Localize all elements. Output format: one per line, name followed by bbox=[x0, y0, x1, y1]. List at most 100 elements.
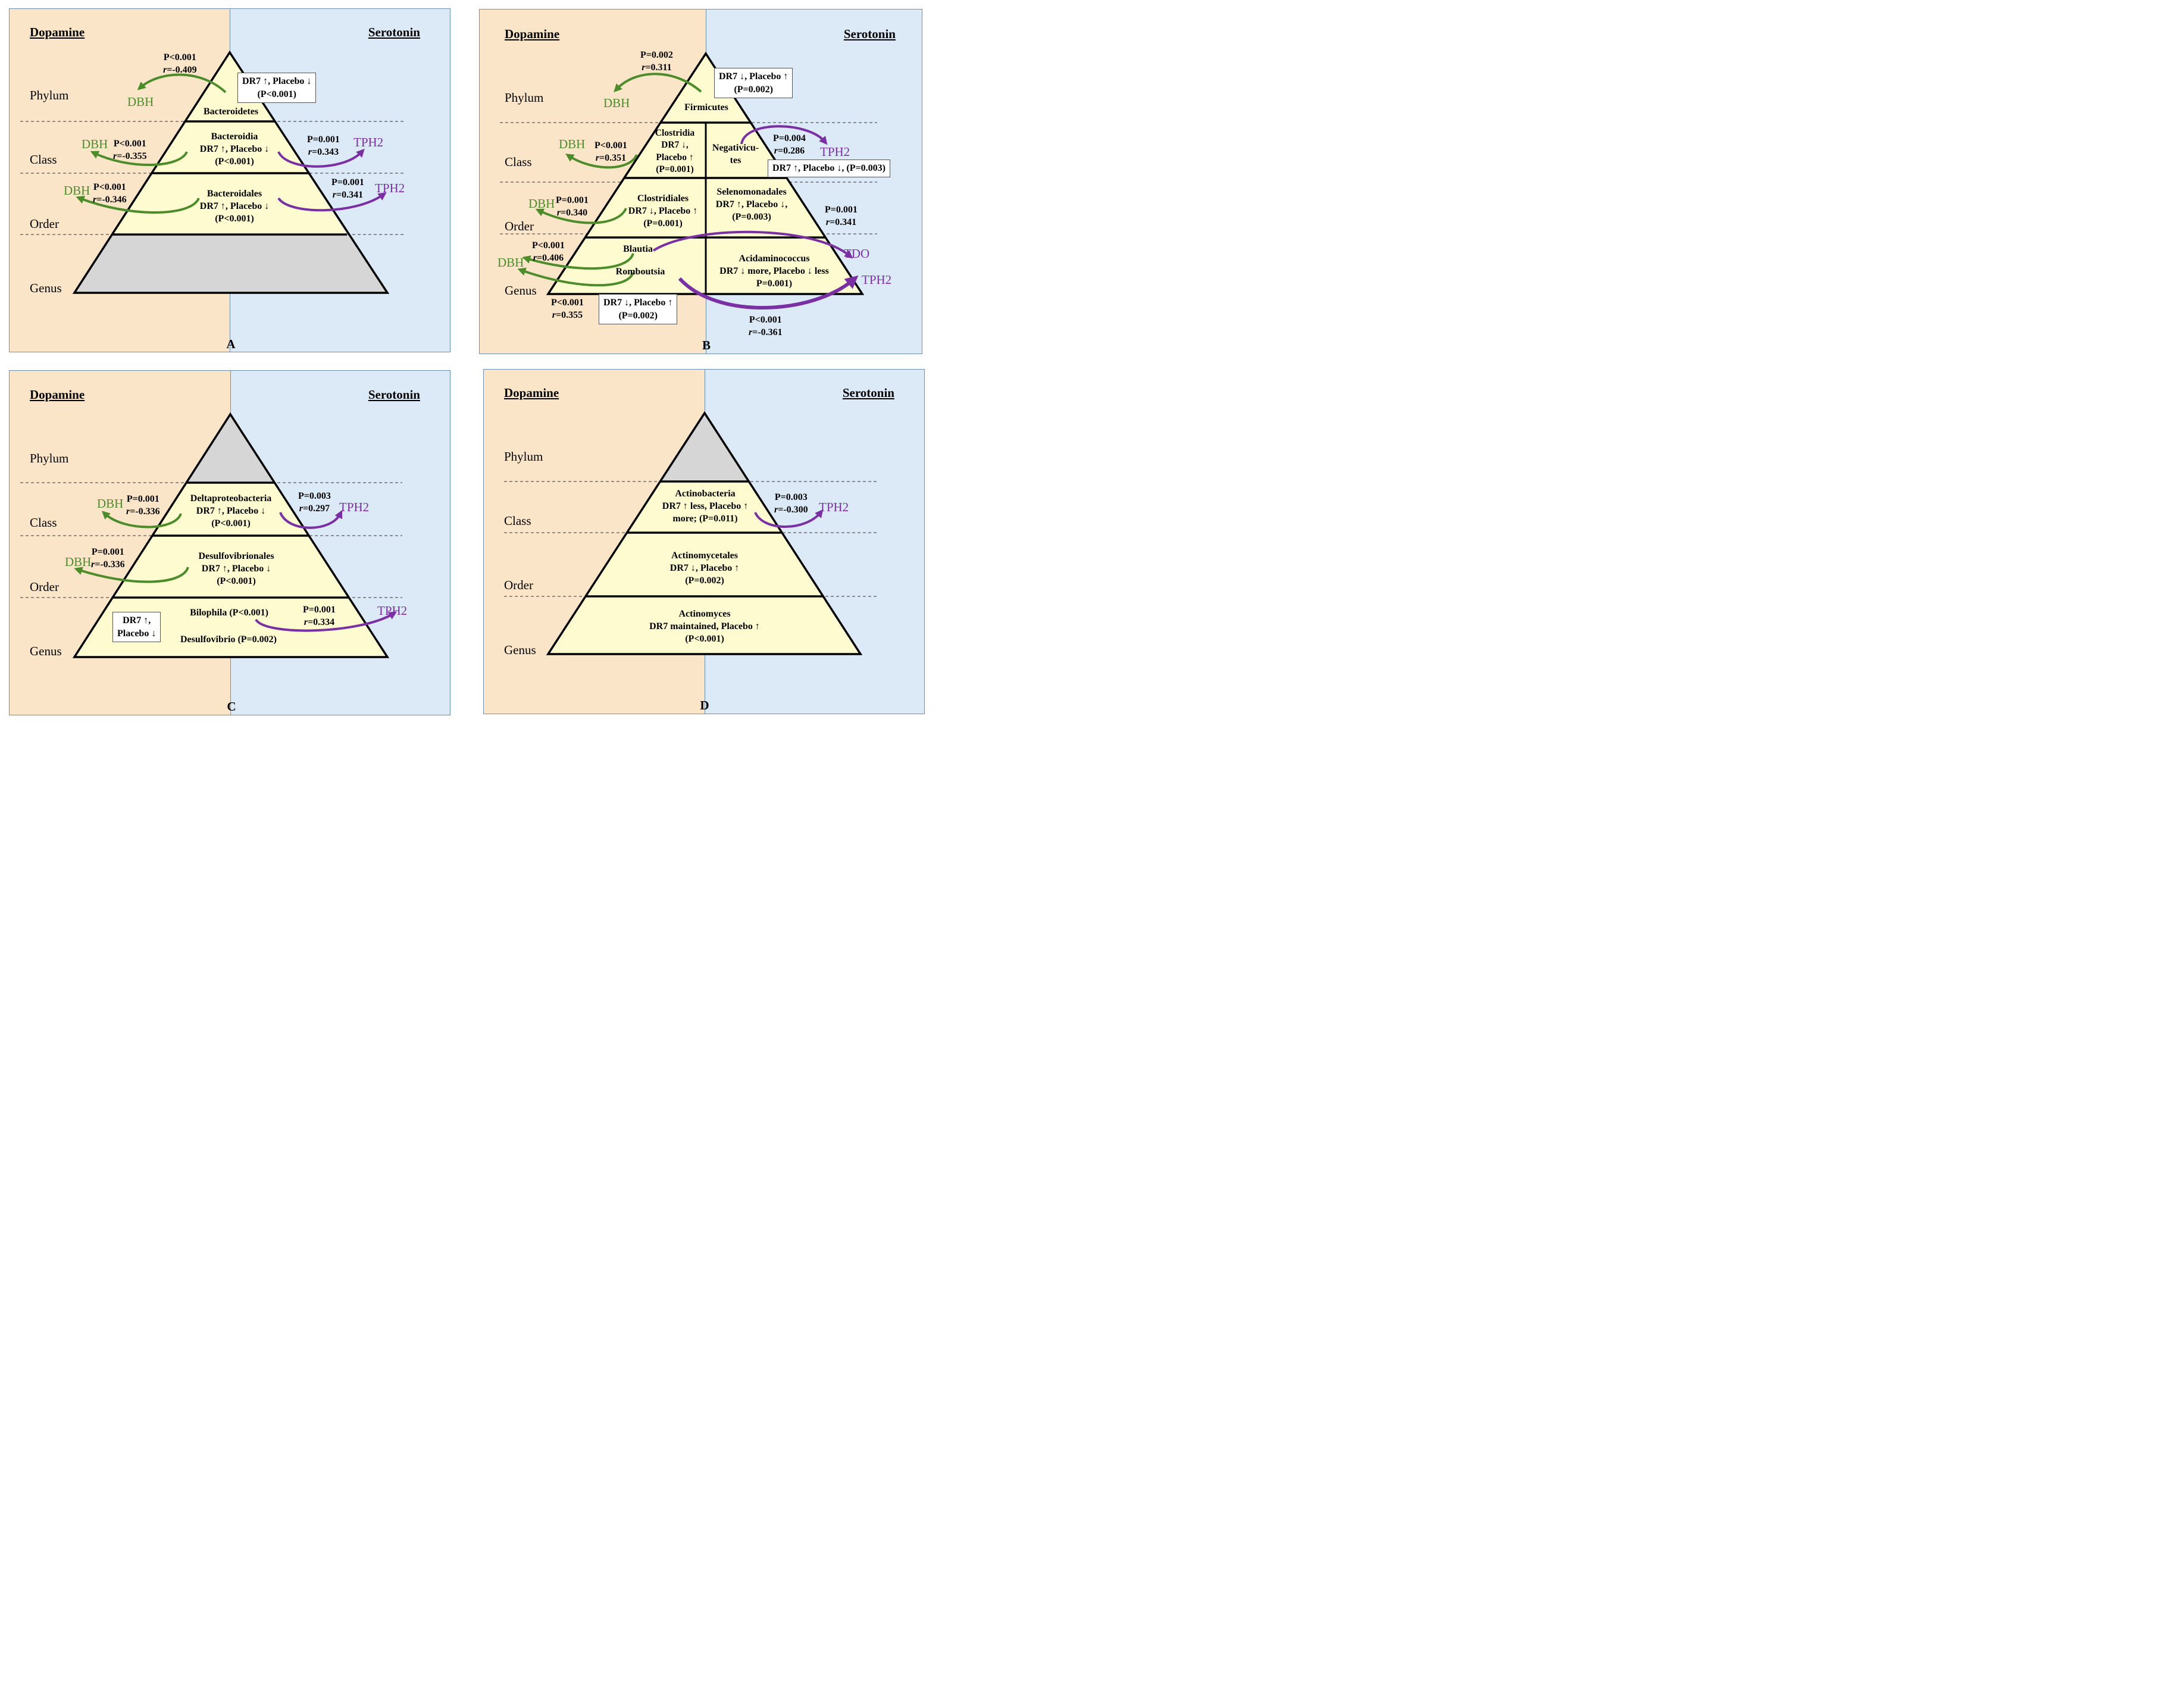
pyramid-diagram bbox=[504, 411, 877, 655]
panel-d: Dopamine Serotonin Phylum Class Order Ge… bbox=[483, 369, 925, 714]
tph2-label: TPH2 bbox=[819, 500, 849, 514]
tph2-arrow-genus bbox=[678, 275, 859, 310]
rank-label-order: Order bbox=[30, 580, 59, 594]
tph2-arrow-class bbox=[740, 125, 828, 145]
panel-letter: C bbox=[227, 699, 236, 714]
phylum-change-box: DR7 ↓, Placebo ↑(P=0.002) bbox=[714, 68, 793, 99]
dbh-label: DBH bbox=[82, 137, 108, 151]
dbh-arrow-class bbox=[90, 151, 188, 166]
rank-label-class: Class bbox=[505, 155, 532, 169]
panel-letter: B bbox=[702, 338, 711, 352]
dbh-label: DBH bbox=[127, 95, 154, 109]
no-data-layer-genus bbox=[74, 234, 387, 293]
serotonin-header: Serotonin bbox=[842, 386, 894, 400]
taxon-blautia: Blautia bbox=[623, 244, 653, 254]
rank-label-genus: Genus bbox=[504, 643, 536, 657]
no-data-layer-phylum bbox=[186, 414, 274, 483]
panel-letter: A bbox=[226, 337, 236, 351]
dbh-arrow-order bbox=[74, 567, 189, 583]
class-change-box: DR7 ↑, Placebo ↓, (P=0.003) bbox=[768, 160, 890, 177]
tph2-arrow-order bbox=[277, 192, 387, 212]
taxon-bilophila: Bilophila (P<0.001) bbox=[190, 608, 268, 618]
tph2-label: TPH2 bbox=[353, 135, 384, 149]
pyramid-diagram bbox=[20, 412, 402, 658]
rank-label-order: Order bbox=[30, 217, 59, 231]
dbh-arrow-order bbox=[76, 196, 200, 214]
tph2-label: TPH2 bbox=[375, 181, 405, 195]
panel-letter: D bbox=[700, 698, 709, 712]
dopamine-header: Dopamine bbox=[505, 27, 560, 41]
dbh-arrow-order bbox=[535, 208, 627, 224]
dbh-label: DBH bbox=[64, 183, 90, 198]
tph2-arrow-class bbox=[279, 509, 343, 529]
rank-label-class: Class bbox=[30, 515, 57, 530]
pyramid-fill bbox=[112, 52, 347, 234]
pyramid-diagram bbox=[20, 50, 403, 294]
rank-label-phylum: Phylum bbox=[30, 88, 69, 102]
rank-label-class: Class bbox=[504, 514, 531, 528]
serotonin-header: Serotonin bbox=[368, 387, 420, 402]
taxon-bacteroidetes: Bacteroidetes bbox=[203, 107, 259, 117]
rank-label-phylum: Phylum bbox=[505, 90, 544, 105]
panel-c: Dopamine Serotonin Phylum Class Order Ge… bbox=[9, 370, 450, 715]
tph2-arrow-class bbox=[754, 509, 824, 528]
rank-label-genus: Genus bbox=[505, 283, 537, 298]
taxon-firmicutes: Firmicutes bbox=[684, 102, 728, 112]
taxon-romboutsia: Romboutsia bbox=[615, 267, 665, 277]
serotonin-header: Serotonin bbox=[843, 27, 896, 41]
dbh-arrow-class bbox=[565, 154, 638, 169]
panel-b: Dopamine Serotonin Phylum Class Order Ge… bbox=[479, 9, 922, 354]
taxon-negativicutes: Negativicu-tes bbox=[712, 143, 759, 166]
no-data-layer-phylum bbox=[661, 413, 749, 481]
tph2-label: TPH2 bbox=[820, 145, 850, 159]
tph2-label: TPH2 bbox=[862, 273, 892, 287]
rank-label-phylum: Phylum bbox=[504, 449, 543, 464]
dbh-arrow-class bbox=[101, 511, 182, 529]
dbh-arrow-blautia bbox=[522, 253, 634, 270]
tdo-arrow-genus bbox=[652, 230, 853, 259]
rank-label-class: Class bbox=[30, 152, 57, 167]
dbh-label: DBH bbox=[97, 496, 124, 511]
dbh-arrow-romboutsia bbox=[517, 267, 634, 287]
genus-change-box: DR7 ↓, Placebo ↑(P=0.002) bbox=[599, 294, 678, 325]
pyramid-diagram bbox=[500, 51, 877, 310]
dbh-arrow-phylum bbox=[137, 73, 227, 93]
serotonin-header: Serotonin bbox=[368, 25, 420, 39]
dbh-arrow-phylum bbox=[614, 73, 702, 93]
rank-label-genus: Genus bbox=[30, 644, 62, 658]
tph2-arrow-class bbox=[277, 148, 365, 168]
dbh-label: DBH bbox=[65, 555, 92, 569]
tph2-arrow-genus bbox=[255, 611, 397, 632]
tph2-label: TPH2 bbox=[377, 603, 408, 618]
rank-label-phylum: Phylum bbox=[30, 451, 69, 465]
tdo-label: TDO bbox=[844, 246, 870, 261]
dbh-label: DBH bbox=[559, 137, 586, 151]
